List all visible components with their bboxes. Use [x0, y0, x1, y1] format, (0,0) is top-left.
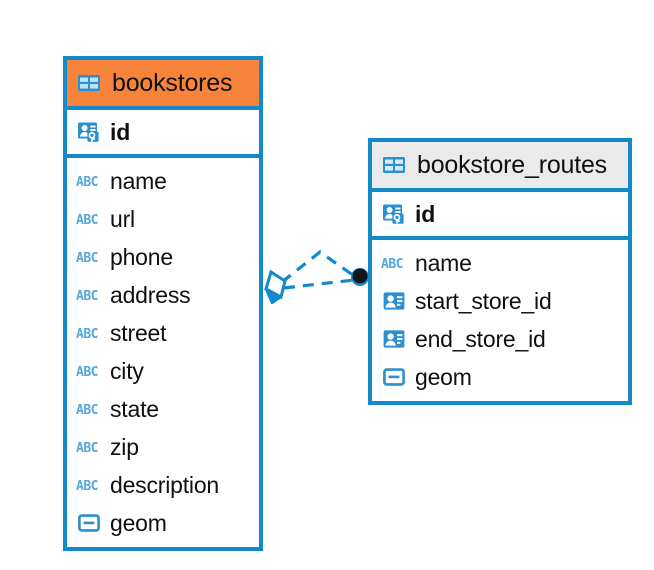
field-row[interactable]: start_store_id	[372, 282, 628, 320]
text-type-icon: ABC	[76, 250, 98, 266]
primary-key-row[interactable]: id	[67, 110, 259, 158]
field-label: url	[110, 205, 135, 232]
field-row[interactable]: ABC address	[67, 276, 259, 314]
field-row[interactable]: geom	[372, 358, 628, 396]
text-type-icon: ABC	[76, 174, 98, 190]
primary-key-icon	[76, 119, 102, 145]
primary-key-icon	[381, 201, 407, 227]
text-type-icon: ABC	[381, 256, 403, 272]
entity-title: bookstore_routes	[417, 150, 607, 179]
text-type-icon: ABC	[76, 364, 98, 380]
text-type-icon: ABC	[76, 478, 98, 494]
field-label: phone	[110, 243, 173, 270]
entity-bookstore-routes[interactable]: bookstore_routes id ABC	[368, 138, 632, 405]
field-row[interactable]: end_store_id	[372, 320, 628, 358]
field-label: street	[110, 319, 167, 346]
entity-header-bookstores[interactable]: bookstores	[67, 60, 259, 110]
primary-key-row[interactable]: id	[372, 192, 628, 240]
field-row[interactable]: ABC state	[67, 390, 259, 428]
entity-title: bookstores	[112, 68, 233, 97]
field-label: city	[110, 357, 144, 384]
field-label: state	[110, 395, 159, 422]
field-row[interactable]: ABC name	[67, 162, 259, 200]
entity-bookstores[interactable]: bookstores id ABC	[63, 56, 263, 551]
primary-key-label: id	[415, 200, 436, 227]
text-type-icon: ABC	[76, 326, 98, 342]
field-row[interactable]: geom	[67, 504, 259, 542]
field-label: description	[110, 471, 220, 498]
field-row[interactable]: ABC street	[67, 314, 259, 352]
field-label: name	[110, 167, 167, 194]
table-icon	[381, 152, 407, 178]
geometry-type-icon	[76, 510, 102, 536]
field-label: address	[110, 281, 191, 308]
field-label: geom	[110, 509, 167, 536]
diamond-marker	[264, 269, 287, 305]
foreign-key-icon	[381, 326, 407, 352]
text-type-icon: ABC	[76, 212, 98, 228]
field-row[interactable]: ABC zip	[67, 428, 259, 466]
geometry-type-icon	[381, 364, 407, 390]
primary-key-label: id	[110, 118, 131, 145]
field-row[interactable]: ABC url	[67, 200, 259, 238]
field-label: geom	[415, 363, 472, 390]
field-label: start_store_id	[415, 287, 552, 314]
relationship-line-lower	[283, 278, 355, 290]
field-row[interactable]: ABC phone	[67, 238, 259, 276]
foreign-key-icon	[381, 288, 407, 314]
text-type-icon: ABC	[76, 402, 98, 418]
field-list-bookstore-routes: ABC name start_store_id	[372, 240, 628, 401]
field-row[interactable]: ABC city	[67, 352, 259, 390]
field-label: name	[415, 249, 472, 276]
field-row[interactable]: ABC name	[372, 244, 628, 282]
table-icon	[76, 70, 102, 96]
field-label: zip	[110, 433, 139, 460]
text-type-icon: ABC	[76, 288, 98, 304]
relationship-line-upper	[281, 250, 358, 284]
field-row[interactable]: ABC description	[67, 466, 259, 504]
entity-header-bookstore-routes[interactable]: bookstore_routes	[372, 142, 628, 192]
field-label: end_store_id	[415, 325, 546, 352]
filled-circle-marker	[351, 268, 369, 286]
text-type-icon: ABC	[76, 440, 98, 456]
field-list-bookstores: ABC name ABC url ABC phone ABC address A…	[67, 158, 259, 547]
